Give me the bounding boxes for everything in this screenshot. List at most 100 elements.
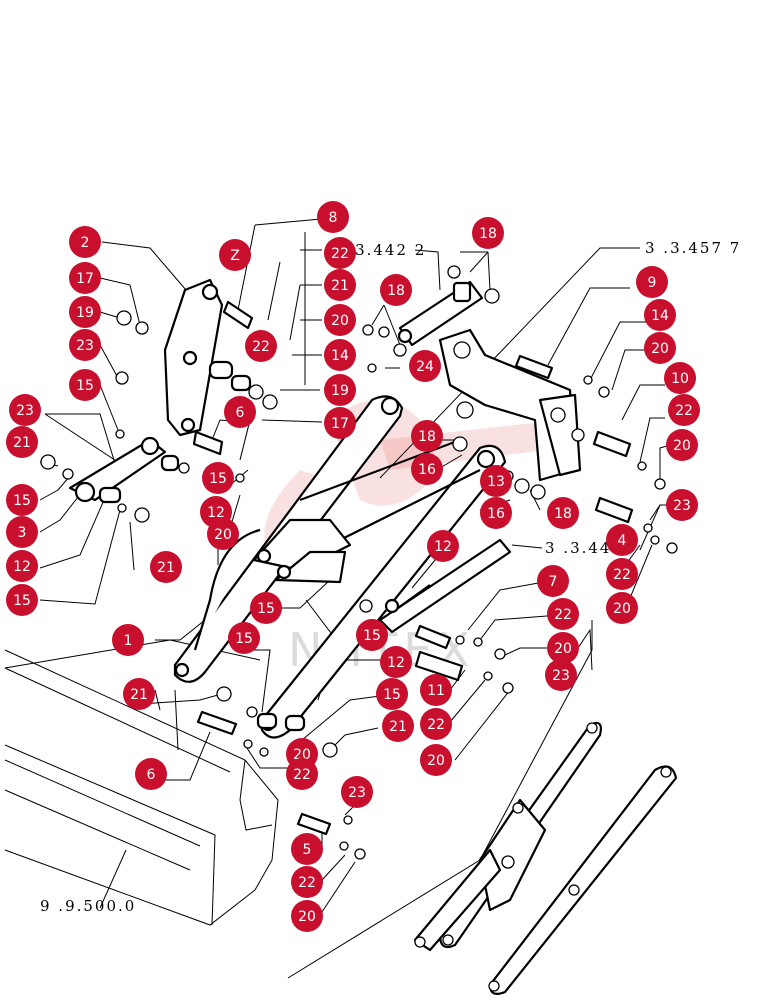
callout-badge-circle	[382, 710, 414, 742]
callout-badge-circle	[341, 776, 373, 808]
callout-c29: 15	[202, 462, 234, 494]
callout-label: 23	[348, 785, 366, 801]
callout-c22: 6	[224, 396, 256, 428]
callout-badge-circle	[480, 497, 512, 529]
callout-c33: 16	[480, 497, 512, 529]
callout-label: 3	[18, 525, 27, 541]
callout-badge-circle	[324, 374, 356, 406]
callout-label: 21	[13, 435, 31, 451]
callout-c60: 20	[420, 744, 452, 776]
callout-c18: 15	[69, 369, 101, 401]
callout-c7: 21	[324, 269, 356, 301]
callout-c2: 2	[69, 226, 101, 258]
callout-badge-circle	[6, 484, 38, 516]
callout-badge-circle	[202, 462, 234, 494]
callout-c37: 3	[6, 516, 38, 548]
callout-badge-circle	[380, 274, 412, 306]
callout-c31: 15	[6, 484, 38, 516]
callout-c44: 7	[537, 565, 569, 597]
callout-badge-circle	[606, 592, 638, 624]
callout-badge-circle	[6, 426, 38, 458]
callout-badge-circle	[666, 489, 698, 521]
callout-c45: 20	[606, 592, 638, 624]
callout-badge-circle	[668, 394, 700, 426]
callout-label: 8	[329, 210, 338, 226]
callout-label: 12	[387, 655, 405, 671]
callout-label: 16	[418, 462, 436, 478]
callout-label: 15	[13, 493, 31, 509]
callout-label: 22	[331, 246, 349, 262]
callout-c23: 17	[324, 407, 356, 439]
callout-label: 10	[671, 371, 689, 387]
callout-c42: 22	[606, 558, 638, 590]
callout-label: 12	[434, 539, 452, 555]
callout-label: 15	[209, 471, 227, 487]
callout-badge-circle	[537, 565, 569, 597]
callout-badge-circle	[636, 266, 668, 298]
callout-c6: 17	[69, 262, 101, 294]
callout-badge-circle	[112, 624, 144, 656]
callout-label: 18	[554, 506, 572, 522]
callout-c54: 11	[420, 674, 452, 706]
callout-c38: 4	[606, 524, 638, 556]
callout-label: 22	[427, 717, 445, 733]
callout-badge-circle	[644, 299, 676, 331]
callout-badge-circle	[606, 558, 638, 590]
callout-badge-circle	[69, 262, 101, 294]
callout-label: 22	[554, 607, 572, 623]
callout-badge-circle	[545, 659, 577, 691]
callout-label: 18	[479, 226, 497, 242]
callout-c52: 12	[380, 646, 412, 678]
callout-badge-circle	[69, 226, 101, 258]
callout-label: 6	[147, 767, 156, 783]
callout-c57: 22	[420, 708, 452, 740]
callout-c62: 22	[286, 758, 318, 790]
callout-badge-circle	[409, 350, 441, 382]
callout-c40: 21	[150, 551, 182, 583]
callout-label: 23	[552, 668, 570, 684]
callout-c63: 23	[341, 776, 373, 808]
callout-c8: 9	[636, 266, 668, 298]
callout-badge-circle	[6, 516, 38, 548]
callout-c43: 15	[6, 584, 38, 616]
callout-badge-circle	[69, 296, 101, 328]
callout-label: 14	[651, 308, 669, 324]
callout-label: 14	[331, 348, 349, 364]
callout-label: 20	[673, 438, 691, 454]
callout-label: 22	[675, 403, 693, 419]
callout-label: 6	[236, 405, 245, 421]
leader-lines	[39, 217, 671, 979]
callout-c24: 22	[668, 394, 700, 426]
callout-badge-circle	[547, 632, 579, 664]
callout-label: 23	[16, 403, 34, 419]
callout-badge-circle	[224, 396, 256, 428]
callout-c14: 23	[69, 329, 101, 361]
callout-badge-circle	[324, 304, 356, 336]
callout-label: 19	[331, 383, 349, 399]
callout-c51: 15	[228, 622, 260, 654]
callout-label: 15	[235, 631, 253, 647]
callout-badge-circle	[69, 329, 101, 361]
callout-label: 15	[76, 378, 94, 394]
callout-badge-circle	[420, 674, 452, 706]
callout-label: 19	[76, 305, 94, 321]
ref-mid-cylinder: 3 .3.443	[545, 539, 623, 557]
callout-label: 20	[651, 341, 669, 357]
callout-label: 22	[293, 767, 311, 783]
callout-label: 15	[257, 601, 275, 617]
callout-badge-circle	[547, 598, 579, 630]
callout-c9: 18	[380, 274, 412, 306]
callout-badge-circle	[150, 551, 182, 583]
callout-c21: 23	[9, 394, 41, 426]
callout-badge-circle	[286, 758, 318, 790]
assembly-overview-part	[413, 721, 678, 995]
callout-c25: 18	[411, 420, 443, 452]
callout-c12: 14	[644, 299, 676, 331]
callout-c16: 20	[644, 332, 676, 364]
callout-badge-circle	[356, 619, 388, 651]
callout-c58: 21	[382, 710, 414, 742]
callout-label: 23	[673, 498, 691, 514]
callout-label: 4	[618, 533, 627, 549]
